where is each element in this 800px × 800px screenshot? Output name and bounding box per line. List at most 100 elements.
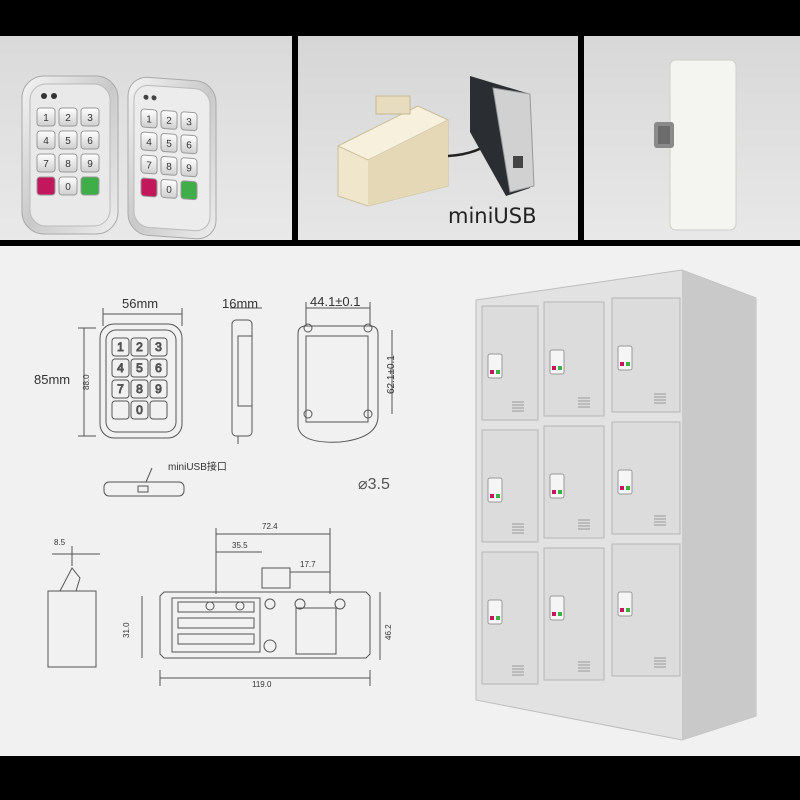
height-dim-46: 46.2 bbox=[384, 624, 393, 640]
digit-key bbox=[160, 110, 178, 130]
digit-key-label: 1 bbox=[146, 114, 152, 125]
locker-keypad bbox=[487, 353, 503, 379]
digit-key bbox=[160, 156, 178, 176]
digit-key bbox=[80, 153, 100, 173]
digit-key bbox=[130, 358, 149, 378]
digit-key bbox=[111, 337, 130, 357]
digit-key-label: 2 bbox=[166, 116, 172, 127]
bottom-view-drawing bbox=[103, 467, 185, 497]
digit-key bbox=[130, 379, 149, 399]
length-dim-119: 119.0 bbox=[252, 680, 272, 689]
back-view-drawing bbox=[297, 302, 393, 443]
digit-key-label: 9 bbox=[87, 159, 93, 170]
digit-key-label: 3 bbox=[186, 117, 192, 128]
height-side-dim: 88.0 bbox=[82, 374, 91, 390]
battery-box bbox=[336, 95, 450, 207]
digit-key-label: 2 bbox=[136, 340, 143, 354]
latch-photo bbox=[654, 59, 737, 231]
cancel-key bbox=[140, 177, 158, 198]
cancel-key bbox=[111, 400, 130, 420]
span-dim-35: 35.5 bbox=[232, 541, 248, 550]
digit-key bbox=[58, 107, 78, 127]
digit-key-label: 7 bbox=[117, 382, 124, 396]
digit-key-label: 6 bbox=[155, 361, 162, 375]
digit-key bbox=[111, 379, 130, 399]
locker-keypad bbox=[487, 599, 503, 625]
digit-key bbox=[36, 107, 56, 127]
digit-key-label: 4 bbox=[43, 136, 49, 147]
locker-keypad bbox=[549, 473, 565, 499]
mini-usb-caption: miniUSB bbox=[448, 204, 537, 228]
digit-key bbox=[140, 154, 158, 175]
span-dim-72: 72.4 bbox=[262, 522, 278, 531]
digit-key bbox=[180, 157, 198, 178]
digit-key-label: 5 bbox=[65, 136, 71, 147]
enter-key bbox=[149, 400, 168, 420]
digit-key-label: 9 bbox=[155, 382, 162, 396]
cancel-key bbox=[36, 176, 56, 196]
front-width-dim: 56mm bbox=[122, 296, 159, 311]
plan-view-drawing bbox=[141, 528, 381, 686]
locker-keypad bbox=[617, 469, 633, 495]
digit-key-label: 5 bbox=[166, 139, 172, 150]
digit-key-label: 7 bbox=[146, 160, 152, 171]
locker-cabinet-photo bbox=[475, 269, 757, 741]
digit-key-label: 4 bbox=[146, 137, 152, 148]
digit-key-label: 2 bbox=[65, 113, 71, 124]
span-dim-17: 17.7 bbox=[300, 560, 316, 569]
height-dim: 85mm bbox=[34, 372, 71, 387]
offset-dim: 8.5 bbox=[54, 538, 66, 547]
digit-key bbox=[149, 358, 168, 378]
back-height-dim: 62.1±0.1 bbox=[386, 355, 397, 394]
locker-keypad bbox=[617, 345, 633, 371]
mini-usb-port-callout: miniUSB接口 bbox=[168, 462, 227, 473]
enter-key bbox=[80, 176, 100, 196]
lock-body-with-cable bbox=[336, 76, 535, 207]
digit-key-label: 6 bbox=[87, 136, 93, 147]
latch-side-drawing bbox=[47, 546, 100, 668]
digit-key-label: 8 bbox=[65, 159, 71, 170]
digit-key-label: 0 bbox=[136, 403, 143, 417]
digit-key-label: 0 bbox=[65, 182, 71, 193]
digit-key bbox=[130, 400, 149, 420]
digit-key-label: 3 bbox=[155, 340, 162, 354]
mini-usb-photo-panel: miniUSB bbox=[298, 36, 578, 240]
digit-key-label: 3 bbox=[87, 113, 93, 124]
digit-key-label: 0 bbox=[166, 185, 172, 196]
side-depth-dim: 16mm bbox=[222, 296, 259, 311]
digit-key bbox=[58, 130, 78, 150]
digit-key bbox=[180, 111, 198, 132]
digit-key bbox=[149, 337, 168, 357]
digit-key bbox=[140, 108, 158, 129]
digit-key bbox=[58, 153, 78, 173]
digit-key bbox=[130, 337, 149, 357]
digit-key bbox=[140, 131, 158, 152]
locker-keypad bbox=[617, 591, 633, 617]
digit-key bbox=[36, 130, 56, 150]
digit-key-label: 5 bbox=[136, 361, 143, 375]
digit-key-label: 1 bbox=[43, 113, 49, 124]
locker-keypad bbox=[487, 477, 503, 503]
digit-key-label: 4 bbox=[117, 361, 124, 375]
digit-key bbox=[58, 176, 78, 196]
side-view-drawing bbox=[230, 307, 262, 444]
digit-key bbox=[80, 130, 100, 150]
digit-key bbox=[36, 153, 56, 173]
digit-key-label: 8 bbox=[136, 382, 143, 396]
digit-key bbox=[149, 379, 168, 399]
digit-key bbox=[80, 107, 100, 127]
locker-keypad bbox=[549, 349, 565, 375]
lock-module bbox=[470, 76, 535, 196]
digit-key-label: 1 bbox=[117, 340, 124, 354]
digit-key-label: 6 bbox=[186, 140, 192, 151]
digit-key bbox=[160, 133, 178, 153]
digit-key-label: 8 bbox=[166, 162, 172, 173]
digit-key bbox=[111, 358, 130, 378]
